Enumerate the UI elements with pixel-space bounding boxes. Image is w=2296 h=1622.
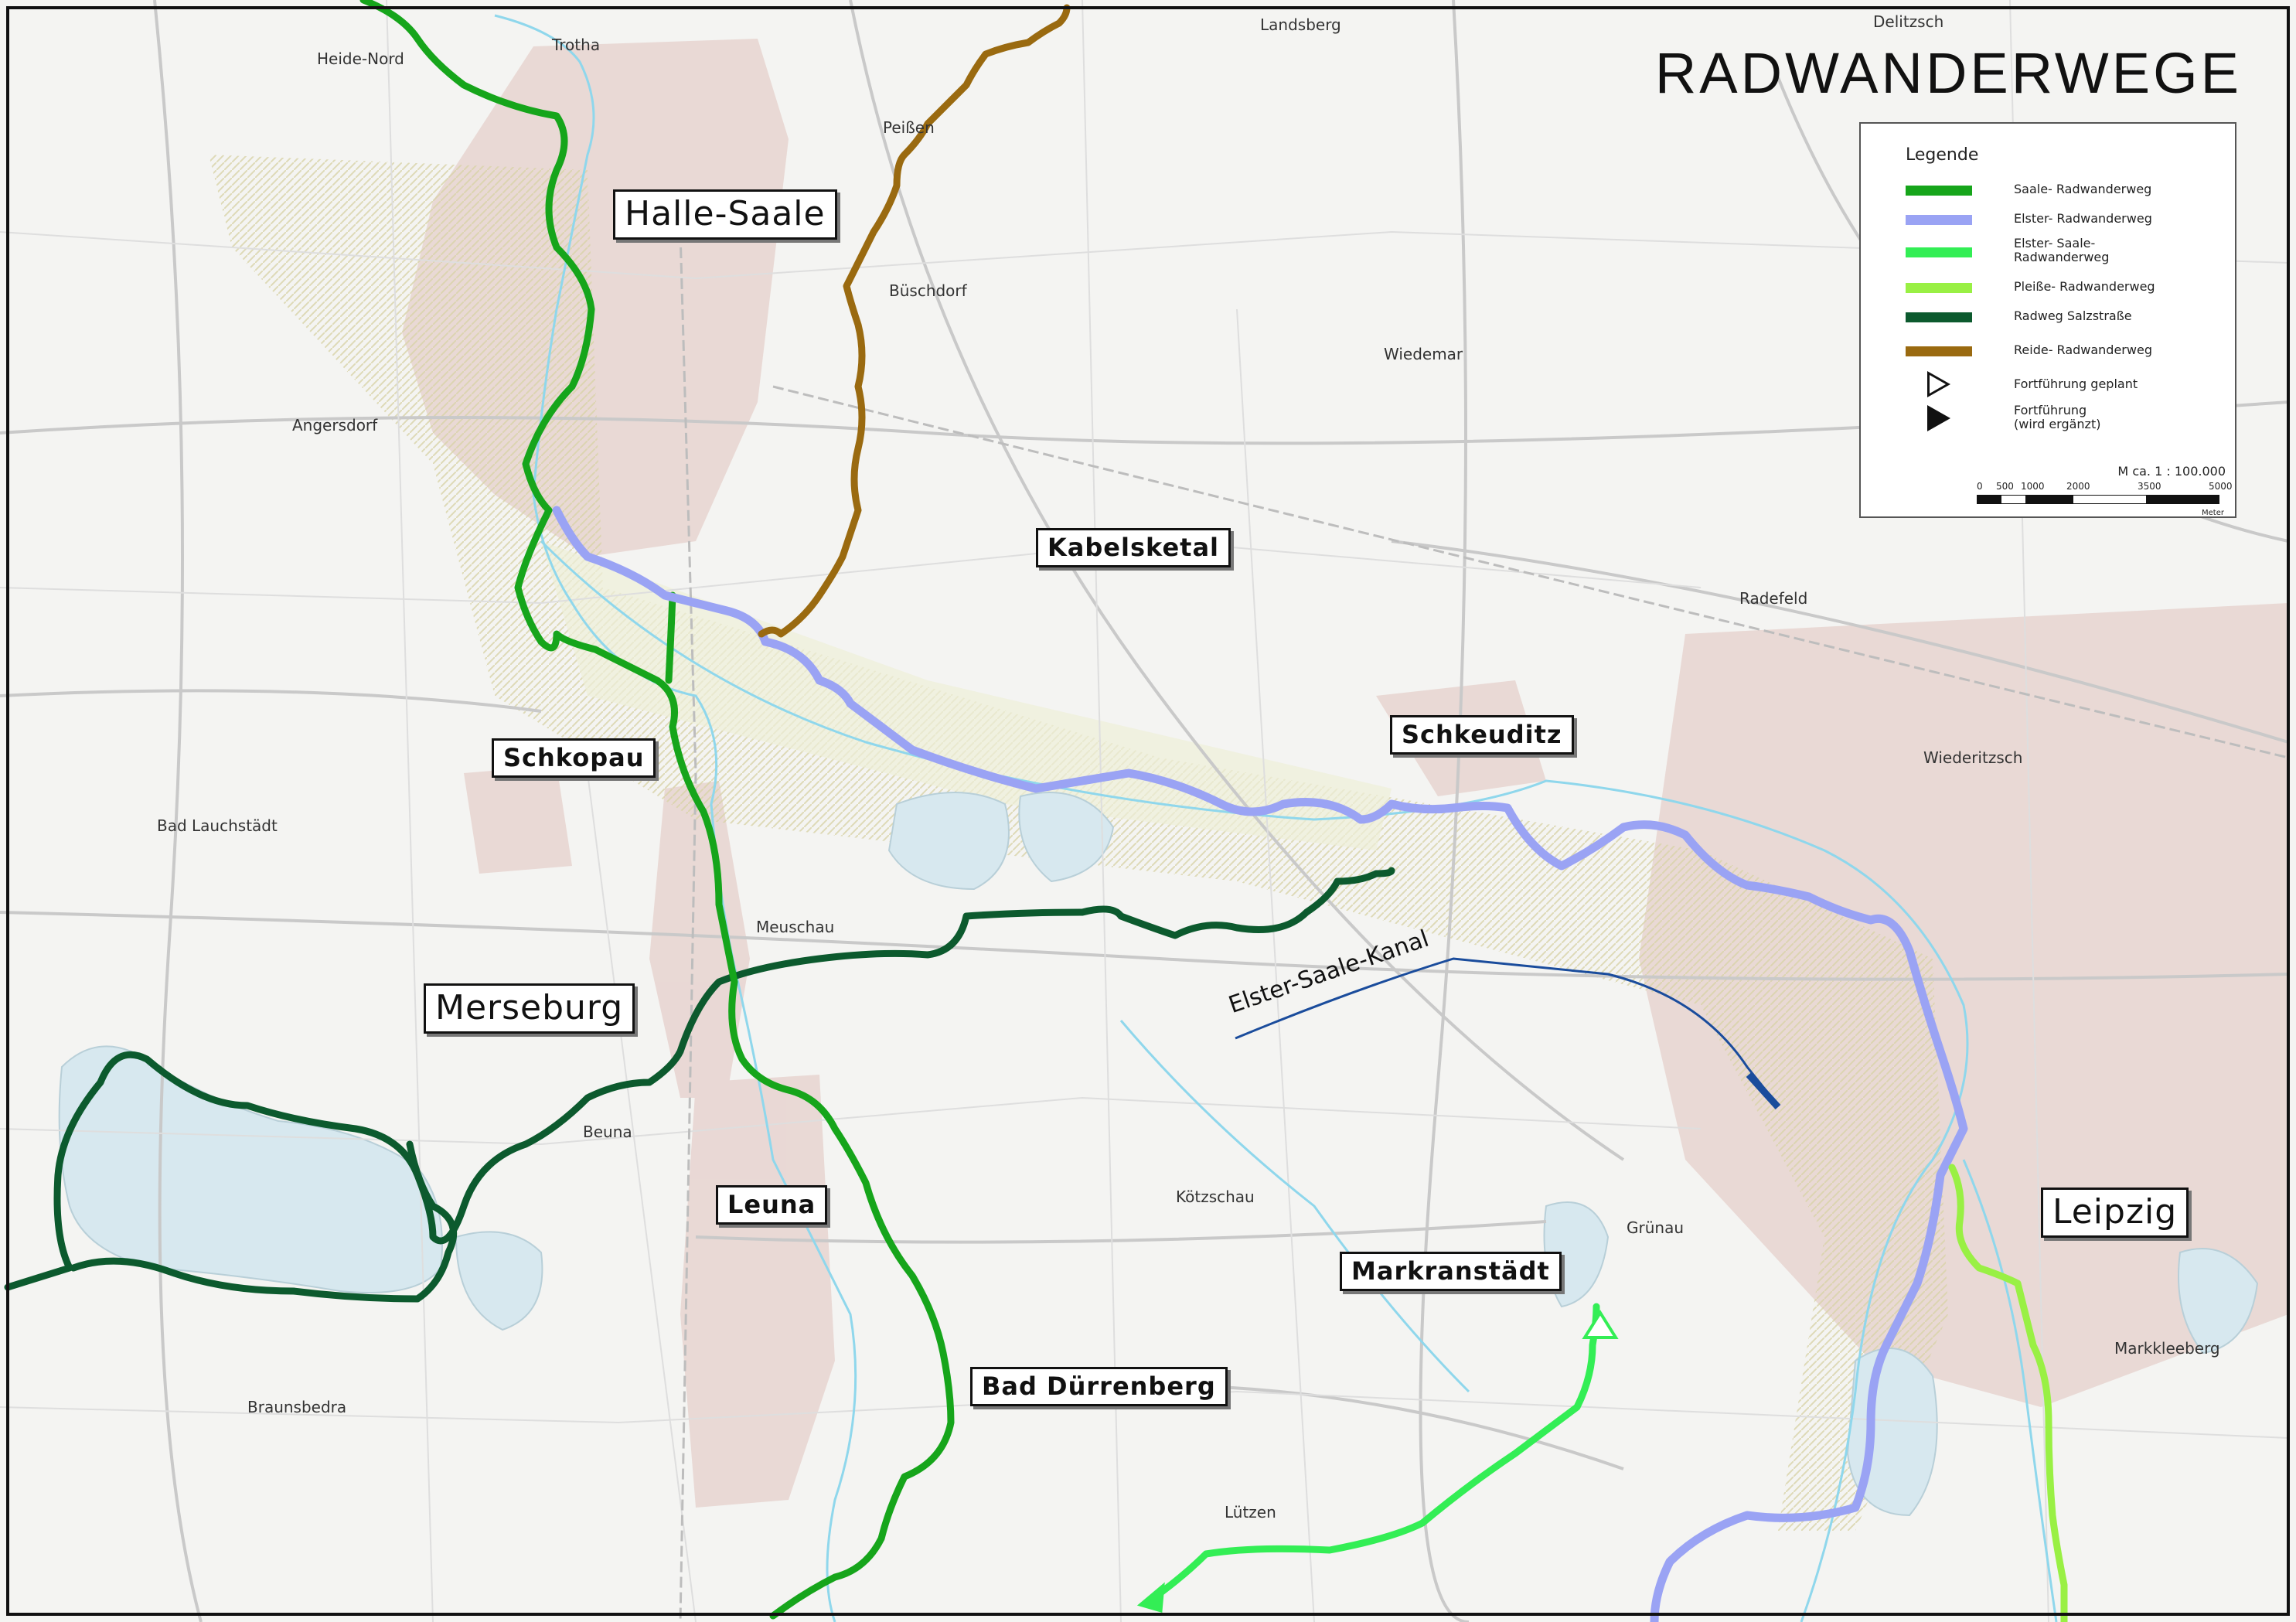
saale-branch: [665, 591, 676, 684]
scale-bar: [1977, 495, 2219, 504]
legend-item: Pleiße- Radwanderweg: [1906, 278, 2230, 309]
legend-title: Legende: [1906, 145, 1979, 165]
legend-label: Radweg Salzstraße: [2014, 308, 2132, 323]
legend-item: Radweg Salzstraße: [1906, 308, 2230, 339]
place-label: Braunsbedra: [247, 1398, 347, 1416]
elster-trail: [552, 506, 1968, 1622]
place-label: Landsberg: [1260, 15, 1341, 34]
legend-swatch: [1906, 247, 1972, 257]
reide-trail: [758, 4, 1071, 638]
scale-text: M ca. 1 : 100.000: [2117, 464, 2226, 479]
salzstrasse-loop: [70, 1140, 458, 1303]
legend-item: Reide- Radwanderweg: [1906, 340, 2230, 371]
legend-swatch: [1906, 186, 1972, 196]
legend-item: Elster- Radwanderweg: [1906, 210, 2230, 241]
place-label: Kötzschau: [1176, 1188, 1255, 1206]
pleisse-trail: [1948, 1164, 2068, 1622]
place-label: Angersdorf: [292, 416, 378, 434]
place-label: Wiedemar: [1384, 345, 1463, 363]
place-label: Heide-Nord: [317, 49, 404, 68]
place-label: Meuschau: [756, 918, 835, 936]
scale-tick: 500: [1996, 481, 2014, 492]
legend-label: Reide- Radwanderweg: [2014, 342, 2152, 357]
city-label-leuna: Leuna: [716, 1185, 828, 1225]
place-label: Radefeld: [1739, 589, 1808, 608]
place-label: Markkleeberg: [2114, 1339, 2220, 1358]
continuation-added-icon: [1136, 1582, 1165, 1613]
city-label-leipzig: Leipzig: [2041, 1188, 2189, 1238]
railways: [679, 231, 2289, 1622]
city-label-schkopau: Schkopau: [492, 738, 656, 778]
legend-label: Elster- Saale- Radwanderweg: [2014, 236, 2110, 264]
scale-tick: 1000: [2021, 481, 2045, 492]
city-label-halle: Halle-Saale: [613, 189, 837, 240]
map-title: RADWANDERWEGE: [1654, 41, 2242, 105]
scale-tick: 0: [1977, 481, 1983, 492]
place-label: Büschdorf: [889, 281, 967, 300]
open-triangle-icon: [1927, 371, 1950, 397]
legend-label: Fortführung geplant: [2014, 377, 2138, 391]
legend-item: Saale- Radwanderweg: [1906, 181, 2230, 212]
elster-saale-trail: [1144, 1303, 1600, 1606]
saale-trail: [359, 0, 955, 1620]
place-label: Lützen: [1225, 1503, 1276, 1521]
legend-label: Elster- Radwanderweg: [2014, 211, 2152, 226]
legend-item: Elster- Saale- Radwanderweg: [1906, 236, 2230, 271]
planned-continuation-icon: [1582, 1310, 1619, 1339]
legend-label: Pleiße- Radwanderweg: [2014, 279, 2155, 294]
elster-saale-kanal: [1235, 957, 1780, 1106]
city-label-kabelsketal: Kabelsketal: [1036, 528, 1231, 567]
legend-item-added: Fortführung (wird ergänzt): [1906, 404, 2230, 441]
scale-tick: 2000: [2066, 481, 2090, 492]
canal-harbour: [1746, 1072, 1781, 1110]
filled-triangle-icon: [1927, 405, 1950, 431]
scale-tick: 5000: [2209, 481, 2233, 492]
city-label-merseburg: Merseburg: [424, 983, 635, 1034]
place-label: Beuna: [583, 1123, 632, 1141]
city-label-schkeuditz: Schkeuditz: [1390, 715, 1574, 755]
rivers: [494, 14, 2058, 1622]
place-label: Wiederitzsch: [1923, 748, 2023, 767]
legend-label: Saale- Radwanderweg: [2014, 182, 2152, 196]
legend-swatch: [1906, 346, 1972, 356]
city-label-bad-duerrenberg: Bad Dürrenberg: [970, 1367, 1228, 1406]
place-label: Peißen: [883, 118, 935, 137]
scale-unit: Meter: [2202, 509, 2224, 517]
legend-panel: Legende Saale- Radwanderweg Elster- Radw…: [1859, 122, 2236, 518]
legend-swatch: [1906, 215, 1972, 225]
place-label: Grünau: [1627, 1218, 1685, 1237]
legend-swatch: [1906, 312, 1972, 322]
place-label: Delitzsch: [1873, 12, 1944, 31]
salzstrasse-trail: [4, 867, 1395, 1291]
legend-label: Fortführung (wird ergänzt): [2014, 403, 2101, 431]
legend-swatch: [1906, 283, 1972, 293]
city-label-markranstaedt: Markranstädt: [1340, 1252, 1562, 1291]
place-label: Trotha: [552, 36, 601, 54]
place-label: Bad Lauchstädt: [157, 816, 278, 835]
legend-item-planned: Fortführung geplant: [1906, 371, 2230, 402]
scale-tick: 3500: [2138, 481, 2161, 492]
